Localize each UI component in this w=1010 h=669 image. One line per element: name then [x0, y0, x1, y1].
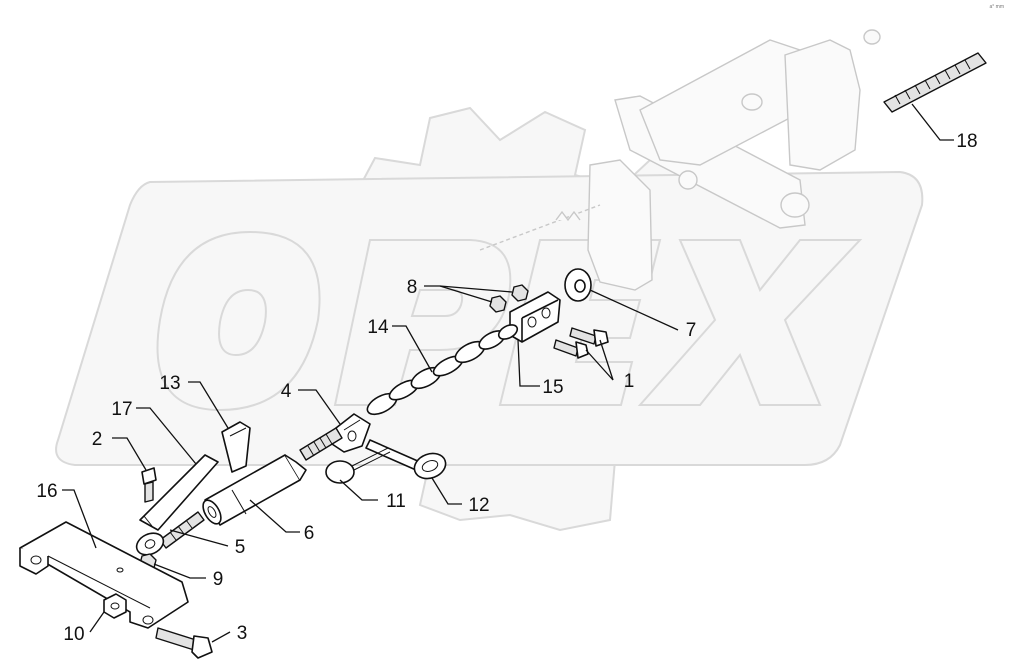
leader-18 [911, 103, 954, 141]
frame-right-bracket [784, 39, 861, 171]
leader-lines [62, 103, 954, 643]
watermark-logo [55, 106, 924, 532]
callout-9: 9 [213, 569, 224, 590]
leader-2 [112, 437, 147, 471]
part-1-bolt-upper [569, 327, 609, 347]
part-18-threaded-rod [883, 52, 987, 113]
callout-17: 17 [111, 399, 132, 420]
part-3-bolt [155, 627, 213, 659]
leader-13 [188, 381, 229, 429]
leader-7 [589, 289, 679, 331]
callout-10: 10 [63, 624, 84, 645]
watermark-letters [156, 230, 863, 412]
frame-bore-2 [741, 93, 763, 111]
frame-dash-line [479, 204, 601, 251]
callout-4: 4 [281, 381, 292, 402]
leader-16 [62, 489, 97, 549]
leader-3 [211, 631, 231, 643]
callout-8: 8 [407, 277, 418, 298]
part-1-bolt-lower [553, 339, 589, 359]
callout-6: 6 [304, 523, 315, 544]
leader-17 [136, 407, 197, 465]
part-10-nut [103, 593, 127, 619]
corner-mark: a° mm [990, 4, 1005, 10]
frame-top-nut [863, 29, 881, 45]
part-14-chain [366, 324, 519, 416]
part-12-pin [365, 439, 447, 480]
callout-13: 13 [159, 373, 180, 394]
part-7-washer [564, 268, 592, 302]
leader-15 [517, 339, 540, 387]
leader-5 [169, 529, 229, 547]
tractor-frame-outline [479, 29, 881, 291]
part-13-clip [221, 421, 251, 473]
callout-16: 16 [36, 481, 57, 502]
part-17-bracket-arm [139, 454, 219, 531]
leader-12 [431, 477, 462, 505]
callout-1: 1 [624, 371, 635, 392]
leader-9 [153, 563, 206, 579]
leader-1 [585, 349, 614, 381]
part-2-bolt [141, 467, 157, 503]
frame-bore-1 [780, 192, 810, 218]
part-16-drawbar [19, 521, 189, 629]
watermark-letter-x [637, 239, 863, 406]
frame-bore-3 [678, 170, 698, 190]
part-6-turnbuckle [202, 427, 343, 526]
leader-14 [392, 325, 433, 373]
frame-upper-arm [639, 39, 806, 166]
part-4-clevis [331, 413, 371, 453]
callout-14: 14 [367, 317, 389, 338]
part-8-nut-a [511, 284, 529, 302]
callout-18: 18 [956, 131, 977, 152]
leader-1b [599, 339, 614, 381]
frame-spring [555, 210, 581, 222]
watermark-letter-o [156, 230, 321, 412]
callout-12: 12 [468, 495, 489, 516]
callout-15: 15 [542, 377, 563, 398]
callout-labels: 1 2 3 4 5 6 7 8 9 10 11 12 13 14 15 16 1… [36, 131, 977, 645]
leader-10 [89, 611, 105, 633]
callout-11: 11 [386, 491, 406, 512]
part-5-eye-bolt [135, 511, 205, 556]
leader-6 [249, 499, 300, 533]
callout-7: 7 [686, 320, 697, 341]
leader-11 [339, 479, 378, 501]
callout-3: 3 [237, 623, 248, 644]
callout-5: 5 [235, 537, 246, 558]
leader-8b [439, 285, 493, 303]
leader-4 [298, 389, 341, 425]
part-11-linch-pin [325, 447, 391, 484]
part-8-nut-b [489, 295, 507, 313]
callout-2: 2 [92, 429, 103, 450]
frame-left-plate [587, 159, 653, 291]
